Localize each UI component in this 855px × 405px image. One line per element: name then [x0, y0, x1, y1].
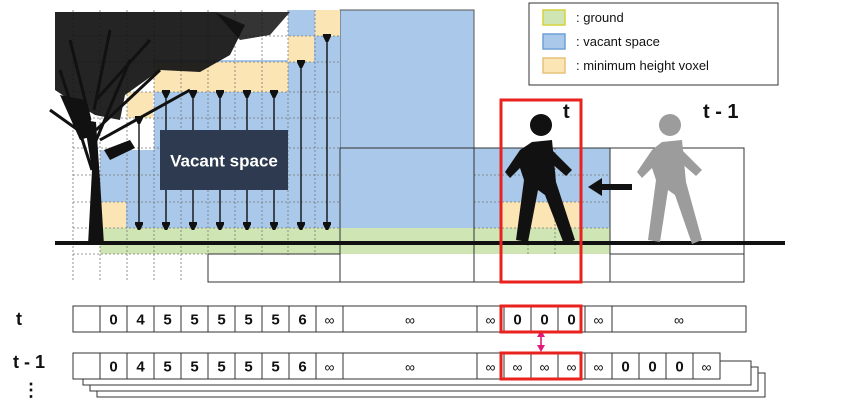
row-cell-value: 5: [190, 312, 198, 329]
row-label-t-minus-1: t - 1: [13, 352, 45, 372]
row-cell-value: 0: [540, 312, 548, 329]
row-cell-value: ∞: [486, 359, 496, 375]
vacant-space-text: Vacant space: [170, 152, 278, 171]
row-cell-value: ∞: [702, 359, 712, 375]
row-cell: [207, 305, 236, 333]
row-cell-value: 0: [109, 312, 117, 329]
row-cell-value: ∞: [405, 359, 415, 375]
row-cell: [638, 352, 667, 380]
row-cell: [180, 352, 209, 380]
row-cell: [611, 352, 640, 380]
highlight-box-row-t: [499, 304, 583, 334]
row-cell: [72, 305, 101, 333]
row-cell: [234, 305, 263, 333]
row-cell-value: 0: [621, 359, 629, 376]
row-cell-value: 6: [298, 312, 306, 329]
row-cell: [234, 352, 263, 380]
row-cell-value: 5: [244, 312, 252, 329]
row-cell-value: 0: [513, 312, 521, 329]
row-cell-value: ∞: [594, 312, 604, 328]
row-cell: [342, 352, 478, 380]
row-cell-value: ∞: [513, 359, 523, 375]
row-cell-value: ∞: [540, 359, 550, 375]
highlight-box-scene: [499, 98, 583, 284]
person-t-minus-1-icon: [637, 114, 702, 244]
highlight-box-row-t-minus-1: [499, 351, 583, 381]
row-t-minus-1-array: 0 4 5 5 5 5 5 6 ∞ ∞ ∞ ∞ ∞ ∞ ∞ 0 0 0 ∞: [72, 352, 721, 380]
row-cell: [342, 305, 478, 333]
row-cell-value: 5: [244, 359, 252, 376]
person-t-icon: [505, 114, 575, 244]
row-cell-value: ∞: [486, 312, 496, 328]
row-cell-value: 0: [109, 359, 117, 376]
row-cell: [261, 305, 290, 333]
label-t-minus-1: t - 1: [703, 101, 739, 123]
row-cell: [584, 352, 613, 380]
row-cell: [315, 305, 344, 333]
row-cell-value: 5: [217, 359, 225, 376]
row-label-more: ⋮: [22, 380, 40, 400]
row-cell: [692, 352, 721, 380]
label-t: t: [563, 101, 570, 123]
row-cell: [126, 305, 155, 333]
row-cell: [72, 352, 101, 380]
min-height-voxels: [100, 10, 579, 228]
vacant-space-label: Vacant space: [160, 130, 288, 190]
row-cell: [530, 352, 559, 380]
row-cell-value: ∞: [674, 312, 684, 328]
row-cell-value: 5: [271, 312, 279, 329]
row-cell-value: ∞: [405, 312, 415, 328]
legend-item-label: : minimum height voxel: [576, 58, 709, 73]
row-cell: [611, 305, 747, 333]
row-cell: [99, 305, 128, 333]
row-cell-value: 5: [217, 312, 225, 329]
motion-arrow-icon: [588, 178, 632, 196]
row-cell-value: 0: [648, 359, 656, 376]
legend-swatch: [542, 9, 566, 26]
legend-swatch: [542, 33, 566, 50]
row-label-t: t: [16, 309, 22, 329]
row-t-array: 0 4 5 5 5 5 5 6 ∞ ∞ ∞ 0 0 0 ∞ ∞: [72, 305, 747, 333]
legend: : ground : vacant space : minimum height v…: [528, 2, 779, 86]
row-cell-value: ∞: [567, 359, 577, 375]
row-cell-value: 6: [298, 359, 306, 376]
row-cell: [99, 352, 128, 380]
row-cell: [153, 352, 182, 380]
row-cell-value: 5: [190, 359, 198, 376]
row-cell-value: ∞: [594, 359, 604, 375]
row-cell-value: 5: [163, 312, 171, 329]
row-cell-value: 5: [163, 359, 171, 376]
row-cell-value: ∞: [325, 312, 335, 328]
legend-item-label: : vacant space: [576, 34, 660, 49]
row-cell-value: 0: [567, 312, 575, 329]
row-cell-value: 4: [136, 359, 145, 376]
row-cell-value: 4: [136, 312, 145, 329]
row-cell-value: 5: [271, 359, 279, 376]
row-cell-value: ∞: [325, 359, 335, 375]
tree-silhouette: [49, 12, 290, 245]
row-cell: [153, 305, 182, 333]
row-cell: [288, 352, 317, 380]
legend-swatch: [542, 57, 566, 74]
legend-item-label: : ground: [576, 10, 624, 25]
row-cell-value: 0: [675, 359, 683, 376]
